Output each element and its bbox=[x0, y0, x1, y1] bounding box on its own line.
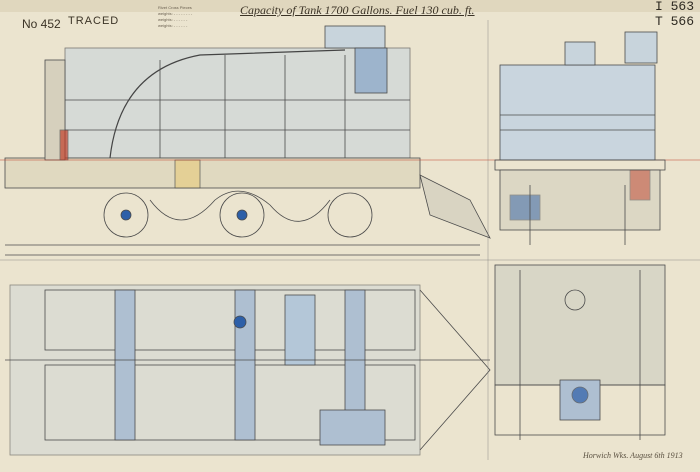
end-section bbox=[494, 264, 666, 440]
note: weights: - - - - - - bbox=[158, 17, 188, 22]
note: Rivet Cross Pieces bbox=[158, 5, 192, 10]
note: weights: - - - - - - - - bbox=[158, 11, 193, 16]
note: weights: - - - - - - bbox=[158, 23, 188, 28]
drawing-ref: I 563 bbox=[654, 0, 694, 14]
drawing-title: Capacity of Tank 1700 Gallons. Fuel 130 … bbox=[240, 3, 475, 17]
notes-block: Rivet Cross Pieces weights: - - - - - - … bbox=[158, 5, 230, 29]
plan-view bbox=[5, 284, 491, 456]
drawing-ref: T 566 bbox=[654, 14, 694, 29]
drawing-number: No 452 bbox=[22, 17, 61, 31]
end-elevation bbox=[494, 31, 666, 245]
signature: Horwich Wks. August 6th 1913 bbox=[583, 451, 683, 460]
side-elevation bbox=[0, 25, 700, 256]
traced-stamp: TRACED bbox=[68, 15, 120, 27]
